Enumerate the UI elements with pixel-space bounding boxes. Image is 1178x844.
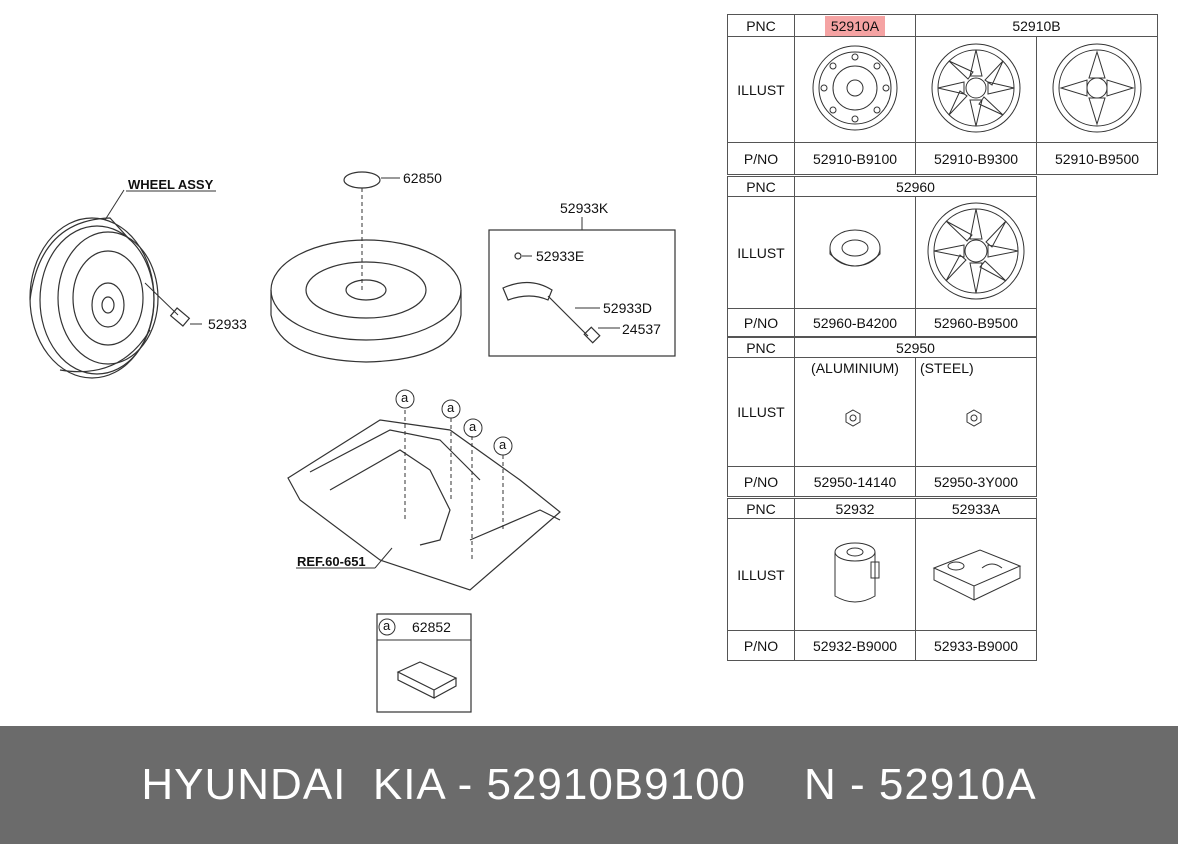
pno-header: P/NO (727, 142, 795, 175)
pno-header: P/NO (727, 308, 795, 337)
callout-a-1: a (401, 390, 409, 405)
callout-a-box: a (383, 618, 391, 633)
footer-banner: HYUNDAI KIA - 52910B9100 N - 52910A (0, 726, 1178, 844)
part-number: 52910-B9500 (1036, 142, 1158, 175)
part-label-52933k: 52933K (560, 200, 609, 216)
illust-alloy-wheel-3 (915, 196, 1037, 309)
sealant-bottle-icon (834, 542, 880, 603)
table-52910: PNC 52910A 52910B ILLUST P/NO 52910-B910… (727, 14, 1158, 175)
part-number: 52910-B9100 (794, 142, 916, 175)
part-number: 52910-B9300 (915, 142, 1037, 175)
spare-tire-illustration (270, 239, 462, 363)
pnc-52910a: 52910A (794, 14, 916, 37)
wheel-assy-label: WHEEL ASSY (128, 177, 214, 192)
steel-label: (STEEL) (920, 360, 974, 376)
pnc-header: PNC (727, 14, 795, 37)
pnc-52910a-highlight: 52910A (824, 15, 886, 36)
illust-nut-steel: (STEEL) (915, 357, 1037, 467)
hubcap-icon (829, 229, 881, 267)
table-52932: PNC 52932 52933A ILLUST P/NO 52932-B9000… (727, 498, 1037, 661)
pad-box (376, 613, 472, 713)
illust-alloy-wheel-2 (1036, 36, 1158, 143)
pnc-52960: 52960 (794, 176, 1037, 197)
part-number: 52960-B4200 (794, 308, 916, 337)
table-52960: PNC 52960 ILLUST P/NO 52960-B4200 52960-… (727, 176, 1037, 337)
bolt-illustration (169, 307, 191, 327)
floor-panel-illustration (287, 419, 561, 591)
part-label-52933e: 52933E (536, 248, 585, 264)
alloy-wheel-icon (927, 202, 1025, 300)
callout-a-4: a (499, 437, 507, 452)
bracket-illustration (343, 171, 381, 189)
illust-sealant-bottle (794, 518, 916, 631)
part-label-62852: 62852 (412, 619, 451, 635)
callout-a-3: a (469, 419, 477, 434)
illust-header: ILLUST (727, 196, 795, 309)
steel-wheel-illustration (29, 217, 159, 379)
footer-right-text: N - 52910A (804, 760, 1037, 809)
alloy-wheel-icon (931, 43, 1021, 133)
table-52950: PNC 52950 ILLUST (ALUMINIUM) (STEEL) P/N… (727, 337, 1037, 497)
ref-label: REF.60-651 (297, 554, 366, 569)
illust-header: ILLUST (727, 357, 795, 467)
lug-nut-icon (966, 409, 982, 427)
pnc-52933a: 52933A (915, 498, 1037, 519)
pnc-header: PNC (727, 498, 795, 519)
parts-diagram: WHEEL ASSY 52933 62850 52933K 52933E 529… (29, 14, 1158, 713)
pno-header: P/NO (727, 466, 795, 497)
part-label-52933: 52933 (208, 316, 247, 332)
callout-lines (395, 389, 513, 560)
part-number: 52933-B9000 (915, 630, 1037, 661)
pnc-52910b: 52910B (915, 14, 1158, 37)
pnc-52932: 52932 (794, 498, 916, 519)
diagram-drawing (29, 171, 676, 713)
callout-a-2: a (447, 400, 455, 415)
pno-header: P/NO (727, 630, 795, 661)
aluminium-label: (ALUMINIUM) (811, 360, 899, 376)
part-number: 52960-B9500 (915, 308, 1037, 337)
part-label-62850: 62850 (403, 170, 442, 186)
steel-wheel-icon (812, 45, 898, 131)
illust-header: ILLUST (727, 36, 795, 143)
pnc-header: PNC (727, 337, 795, 358)
part-number: 52932-B9000 (794, 630, 916, 661)
illust-alloy-wheel-1 (915, 36, 1037, 143)
part-number: 52950-14140 (794, 466, 916, 497)
pnc-header: PNC (727, 176, 795, 197)
illust-nut-aluminium: (ALUMINIUM) (794, 357, 916, 467)
footer-left-text: HYUNDAI KIA - 52910B9100 (141, 760, 747, 809)
illust-header: ILLUST (727, 518, 795, 631)
part-label-24537: 24537 (622, 321, 661, 337)
sensor-illustration (502, 281, 553, 301)
part-number: 52950-3Y000 (915, 466, 1037, 497)
part-label-52933d: 52933D (603, 300, 653, 316)
illust-hubcap (794, 196, 916, 309)
alloy-wheel-icon (1052, 43, 1142, 133)
pnc-52950: 52950 (794, 337, 1037, 358)
pad-illustration (396, 661, 458, 699)
illust-steel-wheel (794, 36, 916, 143)
lug-nut-icon (845, 409, 861, 427)
compressor-icon (932, 549, 1022, 601)
illust-compressor (915, 518, 1037, 631)
